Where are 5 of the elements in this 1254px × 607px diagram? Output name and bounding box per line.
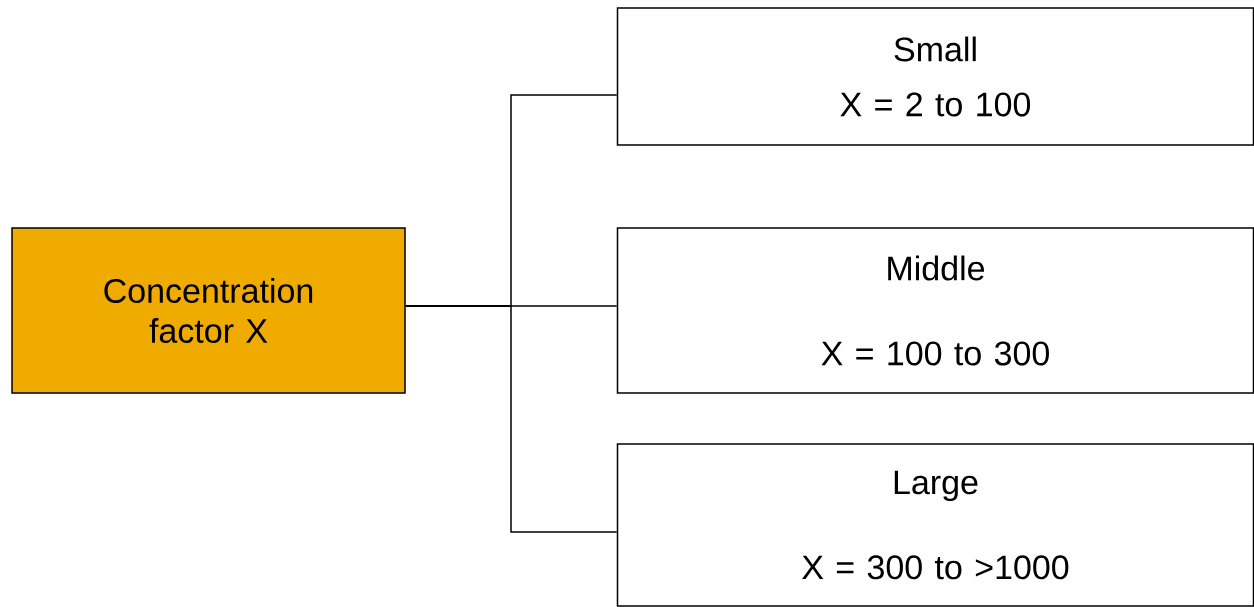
connector-line (405, 305, 618, 533)
category-box: Small X = 2 to 100 (616, 7, 1254, 146)
factor-box: Concentration factor X (11, 227, 406, 394)
category-box: Large X = 300 to >1000 (616, 443, 1254, 607)
category-box: Middle X = 100 to 300 (616, 227, 1254, 394)
